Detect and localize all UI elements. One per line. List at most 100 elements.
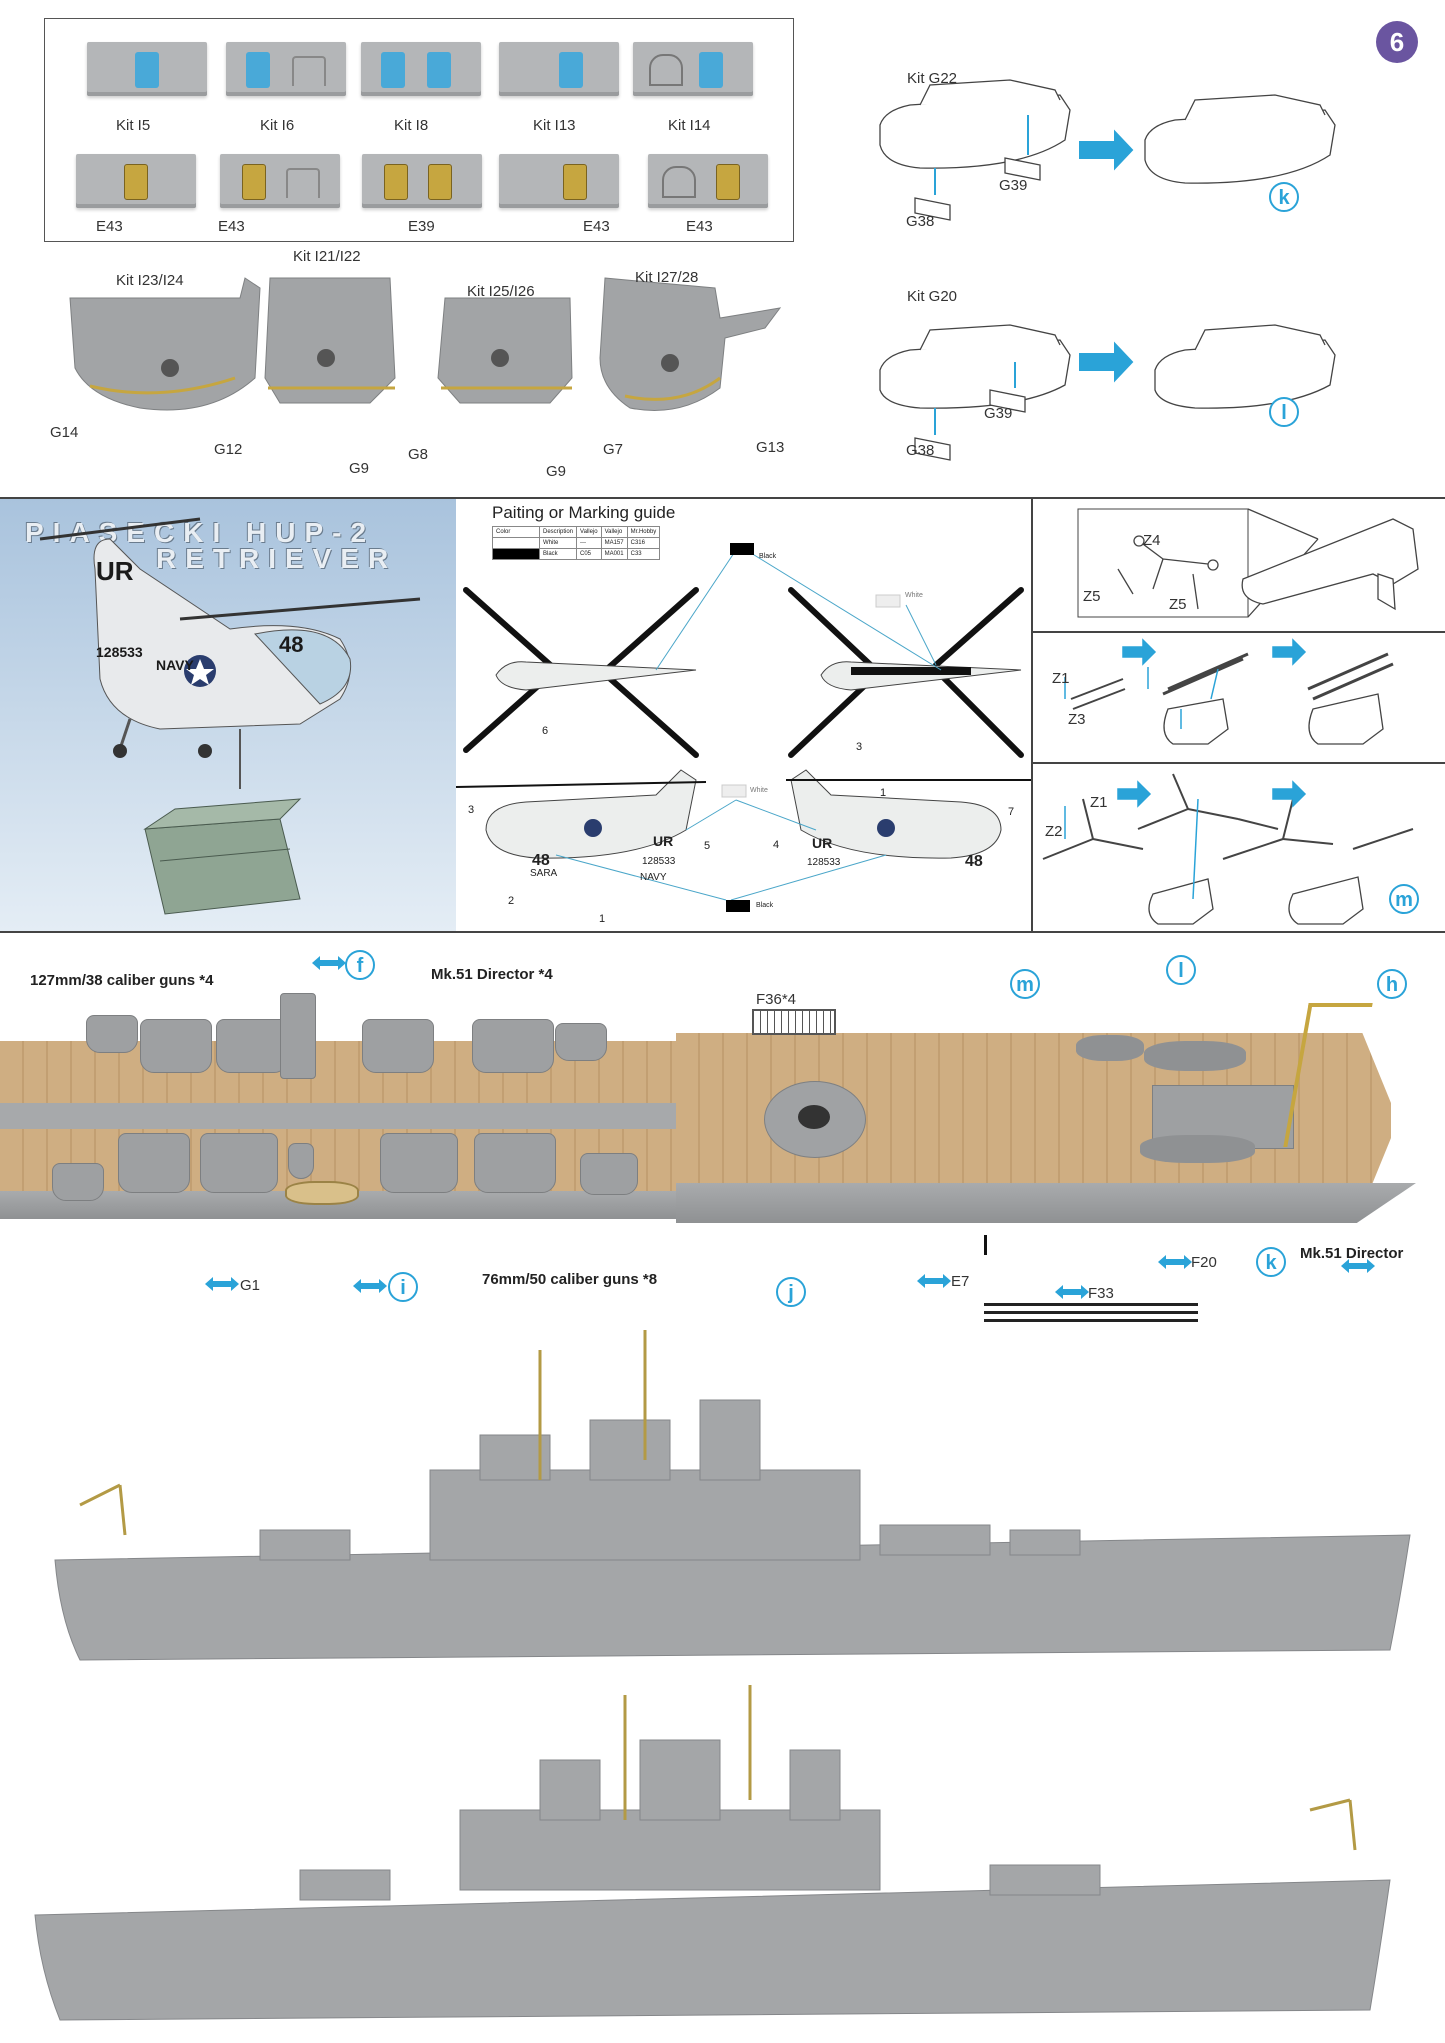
callout-white-top: White — [905, 592, 923, 599]
side-sara: SARA — [530, 868, 558, 879]
paint-num-3-a: 3 — [856, 741, 863, 753]
part-label-g12: G12 — [214, 441, 243, 458]
part-label-g14: G14 — [50, 424, 79, 441]
paint-row-black-c1: C05 — [576, 548, 602, 560]
side-code-left: UR — [653, 833, 674, 849]
step-number-badge: 6 — [1376, 21, 1418, 63]
paint-row-black-c3: C33 — [626, 548, 661, 560]
mark-k-circle: k — [1269, 182, 1299, 212]
ship-side-views — [34, 1330, 1411, 2021]
deck-photo-left — [0, 933, 676, 1263]
box-art-code: UR — [96, 556, 134, 586]
label-76mm-guns: 76mm/50 caliber guns *8 — [482, 1271, 658, 1288]
paint-num-1-b: 1 — [880, 787, 887, 799]
callout-black-top: Black — [759, 553, 777, 560]
helicopter-box-art: PIASECKI HUP-2 RETRIEVER UR 128533 48 NA… — [0, 499, 456, 931]
pe-plates-panel — [44, 18, 794, 242]
box-art-navy: NAVY — [156, 657, 194, 673]
boat-k-kit-label: Kit G22 — [907, 70, 958, 87]
heli-assembly-diagrams — [1042, 508, 1419, 925]
mark-h-circle: h — [1377, 969, 1407, 999]
rotor-label-z4: Z4 — [1143, 532, 1161, 549]
side-code-right: UR — [812, 835, 833, 851]
platform-label-2: Kit I21/I22 — [293, 248, 361, 265]
side-number-left: 48 — [532, 852, 550, 869]
box-art-number: 48 — [279, 632, 304, 657]
side-navy-left: NAVY — [640, 872, 667, 883]
divider-2 — [0, 931, 1445, 933]
pe-label-2: E43 — [218, 218, 245, 235]
paint-num-7: 7 — [1008, 806, 1015, 818]
boat-l-kit-label: Kit G20 — [907, 288, 958, 305]
rotor-label-z5-a: Z5 — [1083, 588, 1101, 605]
part-label-g9-a: G9 — [349, 460, 370, 477]
divider-1 — [0, 497, 1445, 499]
kit-label-3: Kit I8 — [394, 117, 429, 134]
label-f33: F33 — [1088, 1285, 1114, 1302]
rotor-label-z5-b: Z5 — [1169, 596, 1187, 613]
paint-num-1-a: 1 — [599, 913, 606, 925]
painting-table: Color Description Vallejo Vallejo Mr.Hob… — [492, 526, 661, 560]
mark-i-circle: i — [388, 1272, 418, 1302]
paint-num-2: 2 — [508, 895, 515, 907]
label-mk51-side: Mk.51 Director — [1300, 1245, 1404, 1262]
label-127mm-guns: 127mm/38 caliber guns *4 — [30, 972, 214, 989]
part-label-g7: G7 — [603, 441, 624, 458]
part-label-g13: G13 — [756, 439, 785, 456]
boat-k-part-g39: G39 — [999, 177, 1028, 194]
step2-label-z1: Z1 — [1052, 670, 1070, 687]
label-mk51-top: Mk.51 Director *4 — [431, 966, 553, 983]
painting-guide-title: Paiting or Marking guide — [492, 503, 676, 522]
part-label-g8: G8 — [408, 446, 429, 463]
painting-diagrams — [456, 543, 1031, 912]
mark-k-circle-deck: k — [1256, 1247, 1286, 1277]
kit-label-5: Kit I14 — [668, 117, 711, 134]
pe-label-1: E43 — [96, 218, 123, 235]
callout-white-bottom: White — [750, 787, 768, 794]
boat-k-part-g38: G38 — [906, 213, 935, 230]
side-serial-right: 128533 — [807, 857, 841, 868]
mark-l-circle-deck: l — [1166, 955, 1196, 985]
pe-label-5: E43 — [686, 218, 713, 235]
boat-l-part-g38: G38 — [906, 442, 935, 459]
mark-m-circle-heli: m — [1389, 884, 1419, 914]
double-arrow-icons — [205, 956, 1375, 1299]
part-label-g9-b: G9 — [546, 463, 567, 480]
step2-label-z3: Z3 — [1068, 711, 1086, 728]
label-e7: E7 — [951, 1273, 970, 1290]
divider-right-1 — [1032, 631, 1445, 633]
mark-j-circle: j — [776, 1277, 806, 1307]
kit-label-2: Kit I6 — [260, 117, 295, 134]
platform-label-3: Kit I25/I26 — [467, 283, 535, 300]
step3-label-z2: Z2 — [1045, 823, 1063, 840]
mark-m-circle-deck: m — [1010, 969, 1040, 999]
kit-label-4: Kit I13 — [533, 117, 576, 134]
platform-label-4: Kit I27/28 — [635, 269, 699, 286]
kit-label-1: Kit I5 — [116, 117, 151, 134]
pe-label-3: E39 — [408, 218, 435, 235]
paint-num-3-b: 3 — [468, 804, 475, 816]
paint-header-c2: Vallejo — [600, 526, 628, 538]
box-art-title-2: RETRIEVER — [156, 543, 398, 574]
label-f20: F20 — [1191, 1254, 1217, 1271]
paint-row-black-desc: Black — [538, 548, 578, 560]
pe-label-4: E43 — [583, 218, 610, 235]
paint-num-6: 6 — [542, 725, 549, 737]
boat-l-part-g39: G39 — [984, 405, 1013, 422]
platform-label-1: Kit I23/I24 — [116, 272, 184, 289]
paint-num-5: 5 — [704, 840, 711, 852]
side-number-right: 48 — [965, 853, 983, 870]
deck-photo-right — [676, 933, 1445, 1263]
divider-vertical — [1031, 498, 1033, 931]
mark-l-circle: l — [1269, 397, 1299, 427]
divider-right-2 — [1032, 762, 1445, 764]
box-art-serial: 128533 — [96, 644, 143, 660]
rack-f33 — [984, 1300, 1198, 1326]
mark-f-circle: f — [345, 950, 375, 980]
paint-num-4: 4 — [773, 839, 780, 851]
side-serial-left: 128533 — [642, 856, 676, 867]
paint-row-black-c2: MA001 — [600, 548, 628, 560]
label-g1: G1 — [240, 1277, 261, 1294]
boat-diagrams — [879, 79, 1336, 461]
step3-label-z1: Z1 — [1090, 794, 1108, 811]
